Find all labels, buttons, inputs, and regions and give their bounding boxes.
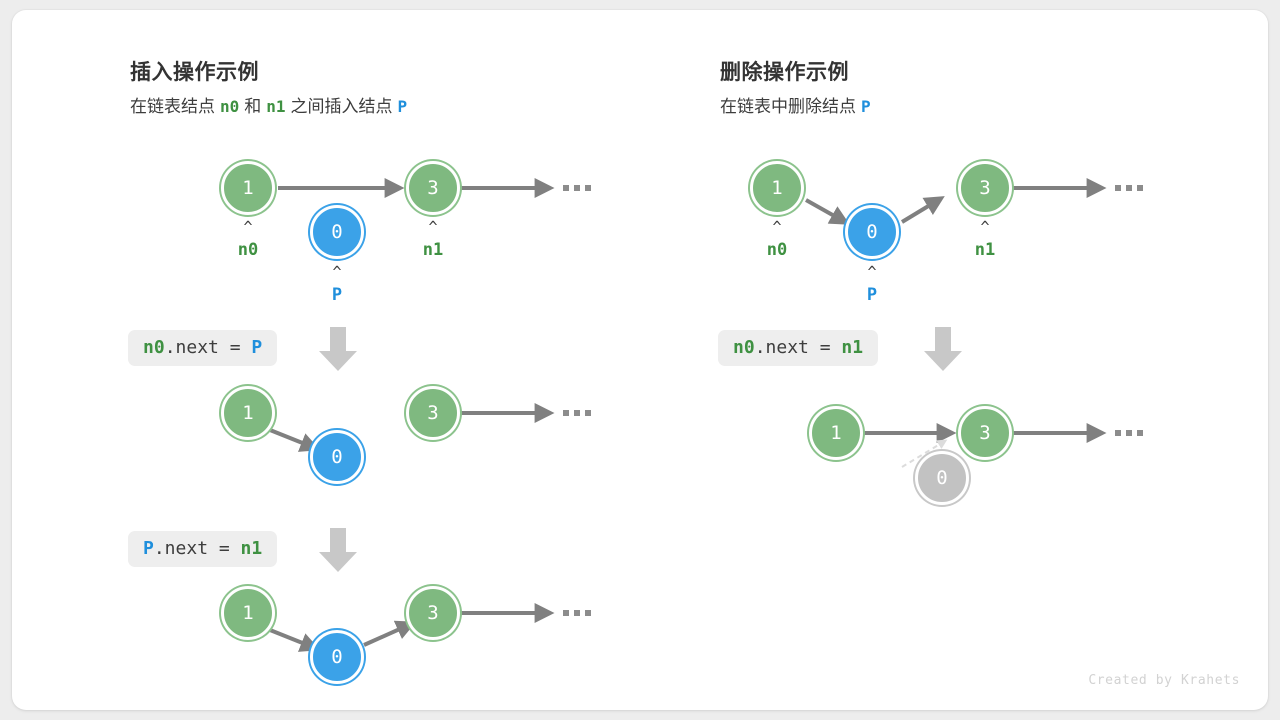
pointer-n1-delete: ^ n1 [945,220,1025,261]
subtitle-var-p: P [397,97,408,116]
node-n0-delete-after: 1 [809,406,863,460]
subtitle-text-1: 在链表结点 [130,97,215,116]
subtitle-text-3: 之间插入结点 [290,97,393,116]
code-lhs: n0 [143,337,165,358]
panel-title-delete: 删除操作示例 [720,61,849,84]
insert-edges [269,178,555,652]
ellipsis-delete-row1 [1115,185,1143,191]
code-lhs: P [143,538,154,559]
node-p-delete-before: 0 [845,205,899,259]
subtitle-text-1: 在链表中删除结点 [720,97,856,116]
caret-icon: ^ [867,263,877,281]
panel-delete: 删除操作示例 在链表中删除结点 P 1 0 3 ^ n0 ^ P ^ n1 n0.… [640,10,1268,710]
code-chip-delete-step1: n0.next = n1 [718,330,879,366]
pointer-n0-insert: ^ n0 [208,220,288,261]
code-rhs: n1 [240,538,263,559]
code-rhs: P [251,337,263,358]
caret-icon: ^ [980,218,990,236]
caret-icon: ^ [428,218,438,236]
pointer-p-delete: ^ P [832,265,912,306]
node-p-insert-step1: 0 [310,430,364,484]
pointer-label-n0: n0 [237,240,259,260]
panel-title-insert: 插入操作示例 [130,61,259,84]
code-mid: .next = [164,337,252,358]
node-n0-insert-step1: 1 [221,386,275,440]
node-n1-insert-step1: 3 [406,386,460,440]
ellipsis-insert-row2 [563,410,591,416]
pointer-n1-insert: ^ n1 [393,220,473,261]
node-n1-insert-before: 3 [406,161,460,215]
node-n0-insert-step2: 1 [221,586,275,640]
ellipsis-delete-row2 [1115,430,1143,436]
node-p-insert-step2: 0 [310,630,364,684]
code-chip-insert-step2: P.next = n1 [128,531,278,567]
code-mid: .next = [153,538,241,559]
node-n0-delete-before: 1 [750,161,804,215]
pointer-label-n1: n1 [422,240,444,260]
subtitle-text-2: 和 [244,97,262,116]
pointer-label-n1: n1 [974,240,996,260]
credit-label: Created by Krahets [1088,673,1240,688]
caret-icon: ^ [332,263,342,281]
code-rhs: n1 [841,337,864,358]
caret-icon: ^ [243,218,253,236]
code-mid: .next = [754,337,842,358]
node-n1-delete-after: 3 [958,406,1012,460]
pointer-label-p: P [331,285,343,305]
node-p-deleted: 0 [915,451,969,505]
ellipsis-insert-row1 [563,185,591,191]
ellipsis-insert-row3 [563,610,591,616]
pointer-label-p: P [866,285,878,305]
subtitle-var-p: P [861,97,871,116]
down-arrow-icon [319,327,357,371]
down-arrow-icon [924,327,962,371]
node-n1-delete-before: 3 [958,161,1012,215]
panel-subtitle-delete: 在链表中删除结点 P [720,92,876,117]
pointer-label-n0: n0 [766,240,788,260]
node-n0-insert-before: 1 [221,161,275,215]
pointer-p-insert: ^ P [297,265,377,306]
subtitle-var-n1: n1 [266,97,286,116]
pointer-n0-delete: ^ n0 [737,220,817,261]
node-p-insert-before: 0 [310,205,364,259]
code-lhs: n0 [733,337,755,358]
subtitle-var-n0: n0 [220,97,240,116]
code-chip-insert-step1: n0.next = P [128,330,278,366]
caret-icon: ^ [772,218,782,236]
down-arrow-icon [319,528,357,572]
node-n1-insert-step2: 3 [406,586,460,640]
